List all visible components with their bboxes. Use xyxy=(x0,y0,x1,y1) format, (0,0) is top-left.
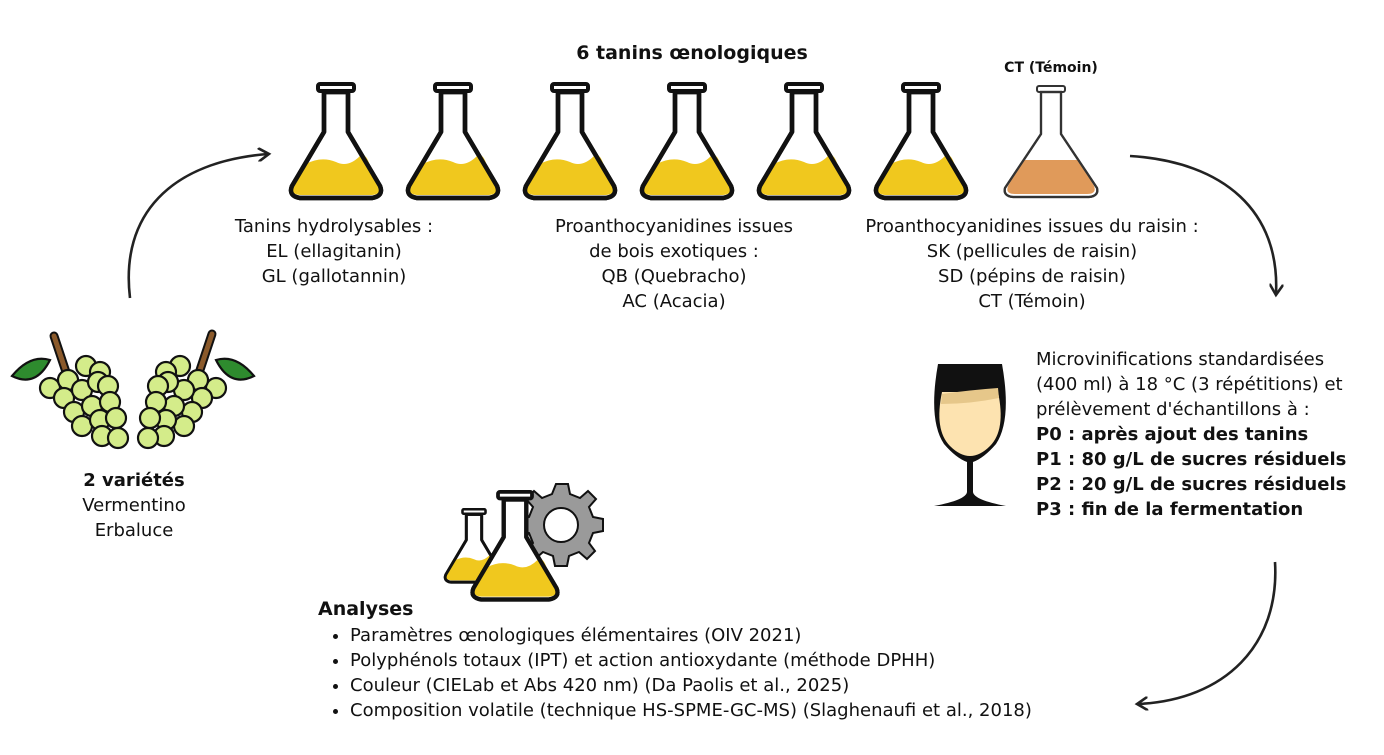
grape-cluster-left-icon xyxy=(10,331,130,450)
group-exotic: Proanthocyanidines issues de bois exotiq… xyxy=(524,214,824,314)
arrow-grapes-to-tannins xyxy=(127,154,268,299)
flask-sd xyxy=(876,84,966,198)
group-line: SK (pellicules de raisin) xyxy=(926,241,1138,262)
group-line: EL (ellagitanin) xyxy=(266,241,402,262)
microvinification-block: Microvinifications standardisées (400 ml… xyxy=(1036,347,1346,522)
variety-name: Vermentino xyxy=(82,495,186,516)
wine-glass-icon xyxy=(934,364,1006,506)
sampling-point-p0: P0 : après ajout des tanins xyxy=(1036,424,1309,445)
group-title: de bois exotiques : xyxy=(589,241,759,262)
group-title: Tanins hydrolysables : xyxy=(234,216,434,237)
analyses-title: Analyses xyxy=(318,598,414,620)
group-grape: Proanthocyanidines issues du raisin : SK… xyxy=(832,214,1232,314)
micro-line: prélèvement d'échantillons à : xyxy=(1036,399,1310,420)
flask-ac xyxy=(642,84,732,198)
control-flask-label: CT (Témoin) xyxy=(1004,60,1098,76)
arrow-micro-to-analyses xyxy=(1138,561,1277,704)
group-title: Proanthocyanidines issues du raisin : xyxy=(865,216,1199,237)
group-line: CT (Témoin) xyxy=(978,291,1086,312)
analysis-item: Couleur (CIELab et Abs 420 nm) (Da Paoli… xyxy=(350,673,1032,698)
variety-name: Erbaluce xyxy=(94,520,174,541)
flask-control xyxy=(1003,85,1099,199)
grape-cluster-right-icon xyxy=(136,329,256,450)
sampling-point-p2: P2 : 20 g/L de sucres résiduels xyxy=(1036,474,1347,495)
gear-icon xyxy=(518,483,604,567)
arrow-tannins-to-micro xyxy=(1129,154,1276,294)
group-line: GL (gallotannin) xyxy=(261,266,407,287)
flask-qb xyxy=(525,84,615,198)
flask-sk xyxy=(759,84,849,198)
micro-line: (400 ml) à 18 °C (3 répétitions) et xyxy=(1036,374,1343,395)
analysis-item: Composition volatile (technique HS-SPME-… xyxy=(350,698,1032,723)
varieties-title: 2 variétés xyxy=(83,470,185,491)
analysis-item: Polyphénols totaux (IPT) et action antio… xyxy=(350,648,1032,673)
flask-gl xyxy=(408,84,498,198)
group-line: SD (pépins de raisin) xyxy=(938,266,1126,287)
sampling-point-p1: P1 : 80 g/L de sucres résiduels xyxy=(1036,449,1347,470)
analysis-item: Paramètres œnologiques élémentaires (OIV… xyxy=(350,623,1032,648)
group-line: QB (Quebracho) xyxy=(601,266,747,287)
analyses-list: Paramètres œnologiques élémentaires (OIV… xyxy=(330,623,1032,723)
group-line: AC (Acacia) xyxy=(622,291,726,312)
group-title: Proanthocyanidines issues xyxy=(554,216,794,237)
tannins-title: 6 tanins œnologiques xyxy=(576,42,808,64)
micro-line: Microvinifications standardisées xyxy=(1036,349,1325,370)
flask-el xyxy=(291,84,381,198)
sampling-point-p3: P3 : fin de la fermentation xyxy=(1036,499,1304,520)
group-hydrolysable: Tanins hydrolysables : EL (ellagitanin) … xyxy=(214,214,454,289)
varieties-block: 2 variétés Vermentino Erbaluce xyxy=(34,468,234,543)
